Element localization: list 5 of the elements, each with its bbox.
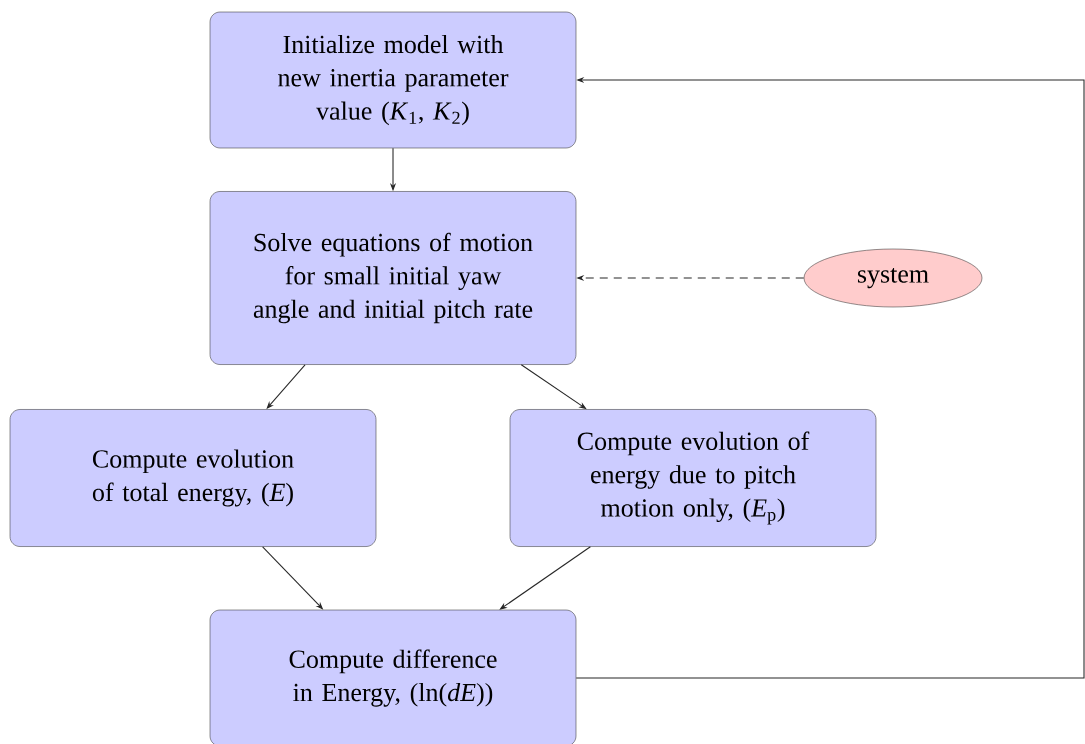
process-box: Solve equations of motion for small initial yaw angle and initial pitch rate xyxy=(209,191,577,365)
process-box: Compute evolution of total energy, (E) xyxy=(9,409,377,547)
process-box: Compute difference in Energy, (ln(dE)) xyxy=(209,609,577,744)
process-box: Initialize model with new inertia parameter value (K$_{1}$, K$_{2}$) xyxy=(209,11,577,149)
process-box: Compute evolution of energy due to pitch motion only, (E$_{p}$) xyxy=(509,409,877,547)
